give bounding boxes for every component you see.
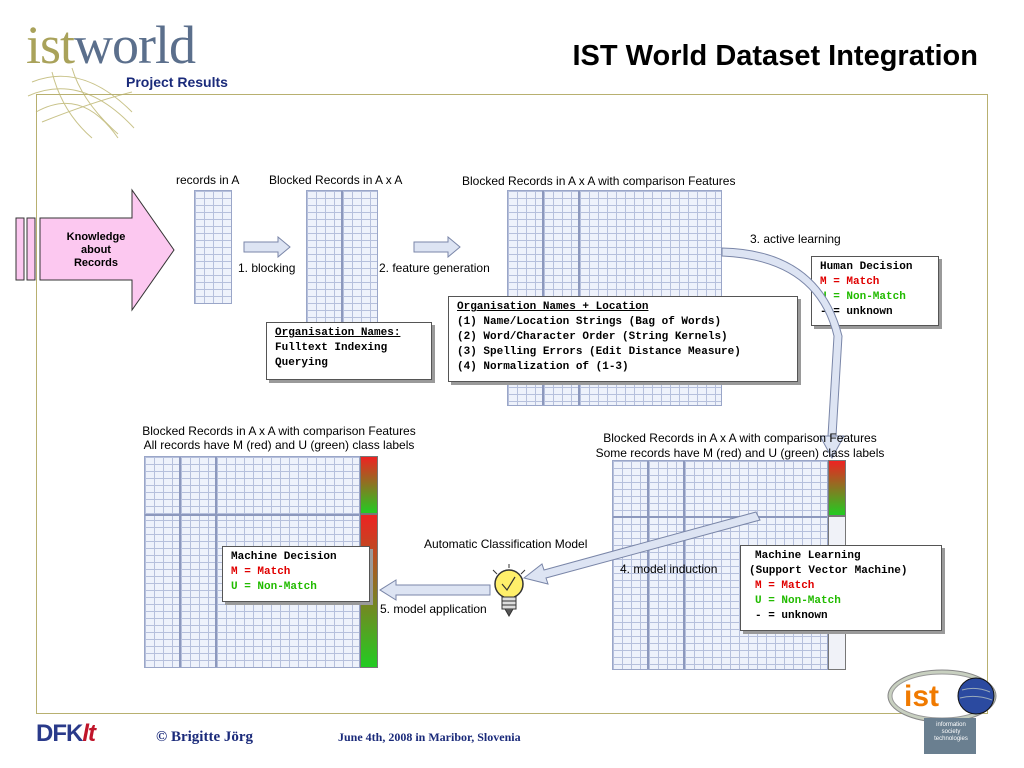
step-model-induction-label: 4. model induction — [620, 562, 718, 576]
org-location-box: Organisation Names + Location (1) Name/L… — [448, 296, 798, 382]
step-active-learning-label: 3. active learning — [750, 232, 841, 246]
content-frame — [36, 94, 988, 714]
records-a-grid — [194, 190, 232, 304]
all-records-label-2: All records have M (red) and U (green) c… — [143, 438, 415, 452]
ist-logo — [887, 669, 997, 754]
model-induction-arrow — [522, 511, 761, 585]
ist-logo-subtext: information society technologies — [934, 722, 968, 742]
records-in-a-label: records in A — [176, 173, 240, 187]
project-results-subtitle: Project Results — [126, 74, 228, 90]
knowledge-label: Knowledge about Records — [66, 231, 126, 269]
date-location: June 4th, 2008 in Maribor, Slovenia — [338, 730, 521, 744]
step-feature-label: 2. feature generation — [379, 261, 490, 275]
some-records-label-1: Blocked Records in A x A with comparison… — [603, 431, 877, 445]
active-learning-arrow — [721, 247, 845, 460]
blocking-arrow-icon — [243, 236, 291, 258]
ist-logo-text: ist — [904, 680, 940, 713]
org-names-box: Organisation Names: Fulltext Indexing Qu… — [266, 322, 432, 380]
istworld-logo: istworld — [26, 15, 196, 75]
feature-grid-some-labels — [612, 460, 828, 670]
knowledge-arrow — [15, 188, 175, 312]
page-title: IST World Dataset Integration — [572, 40, 978, 72]
auto-model-label: Automatic Classification Model — [424, 537, 588, 551]
model-application-arrow — [379, 579, 491, 601]
step-blocking-label: 1. blocking — [238, 261, 296, 275]
some-records-label-2: Some records have M (red) and U (green) … — [595, 446, 885, 460]
all-records-label-1: Blocked Records in A x A with comparison… — [142, 424, 416, 438]
dfki-logo: DFKlt — [36, 720, 96, 747]
author-copyright: © Brigitte Jörg — [156, 729, 254, 745]
lightbulb-icon — [492, 564, 526, 618]
blocked-axa-label: Blocked Records in A x A — [269, 173, 403, 187]
label-bar-top — [360, 456, 378, 514]
machine-decision-box: Machine Decision M = Match U = Non-Match — [222, 546, 370, 602]
partial-label-bar — [828, 460, 846, 516]
blocked-features-label: Blocked Records in A x A with comparison… — [462, 174, 736, 188]
feature-arrow-icon — [413, 236, 461, 258]
step-model-application-label: 5. model application — [380, 602, 487, 616]
machine-learning-box: Machine Learning (Support Vector Machine… — [740, 545, 942, 631]
human-decision-box: Human Decision M = Match U = Non-Match -… — [811, 256, 939, 326]
